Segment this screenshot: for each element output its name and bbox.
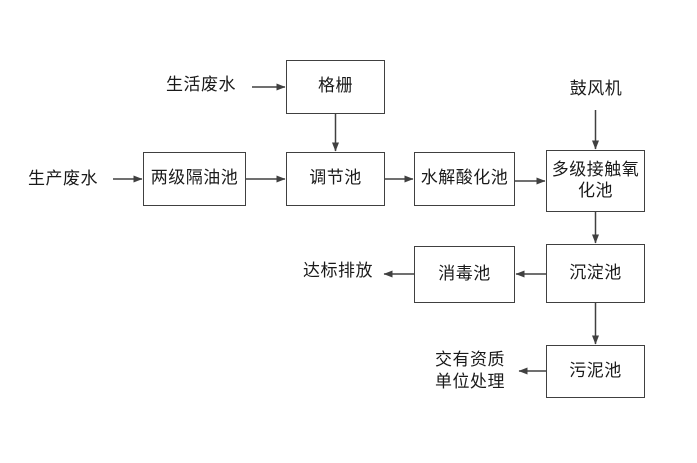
node-regulating-tank-label: 调节池 xyxy=(309,168,362,189)
node-oxidation-tank[interactable]: 多级接触氧 化池 xyxy=(546,150,645,212)
node-sludge-tank[interactable]: 污泥池 xyxy=(546,345,645,398)
label-qualified-unit: 交有资质 单位处理 xyxy=(424,347,516,395)
node-hydrolysis-tank[interactable]: 水解酸化池 xyxy=(414,152,515,206)
node-sludge-tank-label: 污泥池 xyxy=(569,360,622,381)
label-production-wastewater-text: 生产废水 xyxy=(28,168,98,189)
node-oil-separator[interactable]: 两级隔油池 xyxy=(143,152,246,206)
label-domestic-wastewater: 生活废水 xyxy=(155,72,247,98)
label-domestic-wastewater-text: 生活废水 xyxy=(166,74,236,95)
node-disinfection-tank-label: 消毒池 xyxy=(438,263,491,284)
node-disinfection-tank[interactable]: 消毒池 xyxy=(414,246,515,303)
node-grille[interactable]: 格栅 xyxy=(286,60,385,114)
node-oxidation-tank-label: 多级接触氧 化池 xyxy=(551,159,640,201)
node-hydrolysis-tank-label: 水解酸化池 xyxy=(420,168,509,189)
label-compliant-discharge-text: 达标排放 xyxy=(303,260,373,281)
label-production-wastewater: 生产废水 xyxy=(17,166,109,192)
node-sedimentation-tank-label: 沉淀池 xyxy=(569,262,622,283)
label-blower-text: 鼓风机 xyxy=(569,78,623,99)
label-blower: 鼓风机 xyxy=(558,76,634,102)
label-compliant-discharge: 达标排放 xyxy=(294,258,382,284)
node-oil-separator-label: 两级隔油池 xyxy=(150,168,239,189)
node-regulating-tank[interactable]: 调节池 xyxy=(286,152,385,206)
node-sedimentation-tank[interactable]: 沉淀池 xyxy=(546,244,645,303)
label-qualified-unit-text: 交有资质 单位处理 xyxy=(435,349,505,392)
node-grille-label: 格栅 xyxy=(318,76,353,97)
